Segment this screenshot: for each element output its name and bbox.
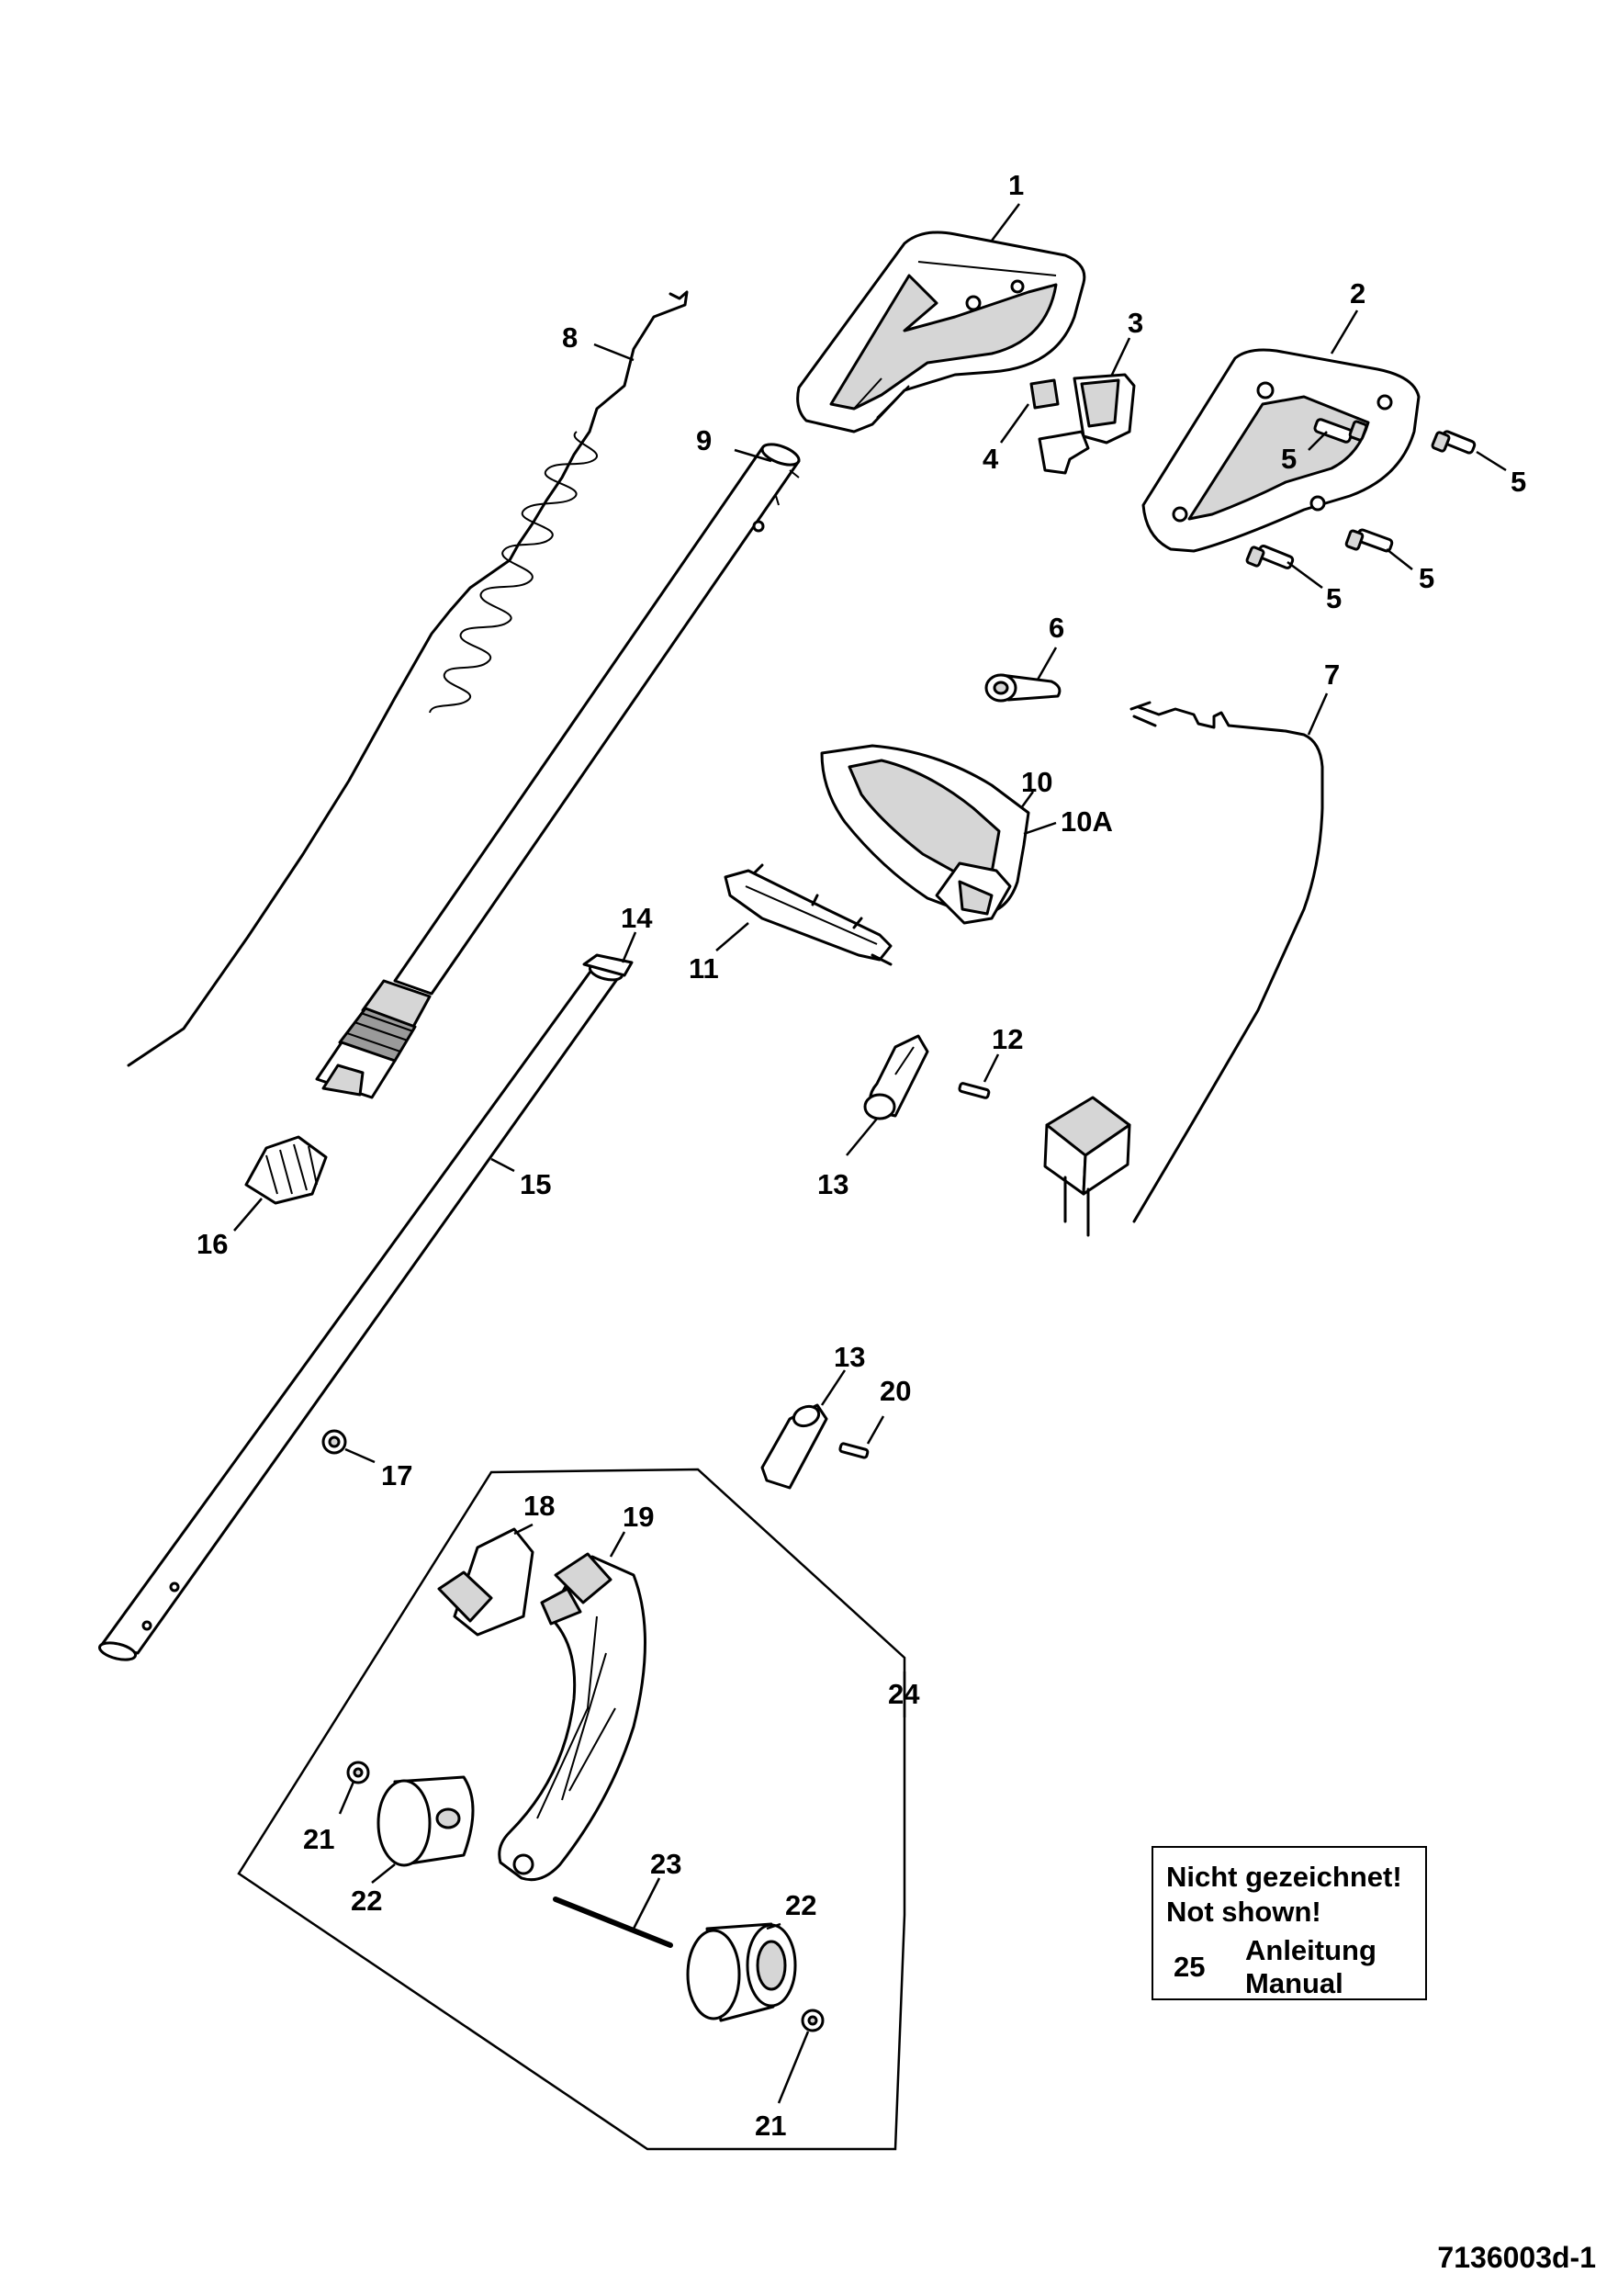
label-part-4: 4 — [983, 443, 999, 475]
part-13-latch-lower — [760, 1403, 828, 1490]
leader-lines — [233, 203, 1507, 2104]
note-item-number: 25 — [1174, 1951, 1206, 1983]
label-part-22-b: 22 — [785, 1889, 816, 1921]
drawing-number: 7136003d-1 — [1437, 2241, 1596, 2274]
label-part-11: 11 — [689, 952, 719, 985]
label-part-3: 3 — [1128, 307, 1143, 339]
part-5-screw-b — [1431, 430, 1477, 455]
label-part-17: 17 — [381, 1459, 412, 1491]
part-21-nut-a — [346, 1761, 370, 1784]
part-15-lower-shaft — [97, 962, 624, 1661]
label-part-10a: 10A — [1061, 805, 1113, 838]
label-part-12: 12 — [992, 1023, 1023, 1055]
label-part-5-a: 5 — [1281, 443, 1297, 475]
label-part-22-a: 22 — [351, 1885, 382, 1917]
part-11-cover-strip — [724, 863, 893, 966]
label-part-5-d: 5 — [1326, 582, 1342, 614]
label-part-8: 8 — [562, 321, 578, 354]
part-7-cable-with-plug — [1043, 701, 1324, 1237]
label-part-10: 10 — [1021, 766, 1052, 798]
label-part-24: 24 — [888, 1678, 920, 1710]
part-14-tube-cap — [582, 953, 634, 977]
not-shown-note-box: Nicht gezeichnet! Not shown! 25 Anleitun… — [1152, 1846, 1427, 2000]
label-part-13-upper: 13 — [817, 1168, 848, 1200]
label-part-21-a: 21 — [303, 1823, 334, 1855]
part-22-wheel-b — [686, 1922, 797, 2022]
label-part-14: 14 — [621, 902, 653, 934]
part-4-switch-block — [1029, 378, 1060, 410]
part-5-screw-d — [1245, 545, 1295, 569]
part-22-wheel-a — [376, 1775, 475, 1867]
part-16-knurled-nut — [244, 1135, 328, 1205]
part-8-spring-rod — [127, 290, 689, 1067]
part-20-pin — [838, 1442, 870, 1459]
part-5-screw-c — [1344, 528, 1394, 553]
label-part-9: 9 — [696, 424, 712, 456]
part-18-clip-holder — [437, 1527, 534, 1637]
label-part-13-lower: 13 — [834, 1341, 865, 1373]
part-17-nut — [321, 1429, 347, 1455]
part-23-axle — [553, 1896, 673, 1948]
part-21-nut-b — [801, 2009, 825, 2032]
part-number-labels: 1 2 3 4 5 5 5 5 6 7 8 9 10 10A 11 12 13 … — [197, 169, 1526, 2142]
note-heading-de: Nicht gezeichnet! — [1166, 1861, 1402, 1893]
label-part-2: 2 — [1350, 277, 1365, 310]
label-part-19: 19 — [623, 1501, 654, 1533]
label-part-7: 7 — [1324, 658, 1340, 691]
label-part-5-c: 5 — [1419, 562, 1434, 594]
part-12-pin — [958, 1082, 991, 1099]
part-9-upper-shaft — [315, 443, 801, 1099]
label-part-6: 6 — [1049, 612, 1064, 644]
part-13-latch-upper — [863, 1034, 929, 1120]
part-1-handle-shell-left — [796, 231, 1086, 433]
note-heading-en: Not shown! — [1166, 1896, 1321, 1928]
part-5-screw-a — [1313, 418, 1368, 444]
part-19-wheel-bracket — [498, 1552, 646, 1882]
label-part-20: 20 — [880, 1375, 911, 1407]
part-10-guard-housing — [820, 744, 1030, 925]
label-part-23: 23 — [650, 1848, 681, 1880]
part-6-sleeve — [984, 673, 1062, 703]
label-part-1: 1 — [1008, 169, 1024, 201]
part-3-switch — [1038, 373, 1136, 475]
label-part-5-b: 5 — [1511, 466, 1526, 498]
label-part-18: 18 — [523, 1490, 555, 1522]
label-part-15: 15 — [520, 1168, 551, 1200]
part-24-assembly-outline — [237, 1468, 906, 2151]
note-item-en: Manual — [1245, 1967, 1343, 1999]
label-part-16: 16 — [197, 1228, 228, 1260]
note-item-de: Anleitung — [1245, 1934, 1376, 1966]
label-part-21-b: 21 — [755, 2110, 786, 2142]
